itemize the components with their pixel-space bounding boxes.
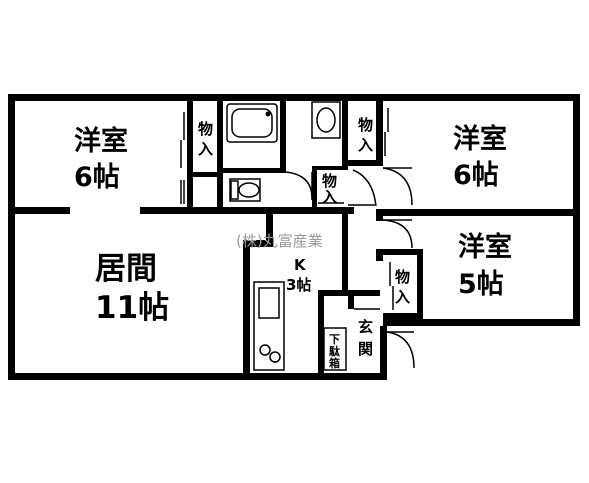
closet-2-label-b: 入: [358, 136, 373, 154]
closet-4-label-a: 物: [395, 268, 410, 286]
living-room-size: 11帖: [95, 290, 169, 326]
room-name-top-right: 洋室: [453, 123, 507, 155]
windows: [9, 120, 579, 345]
closet-door-marks: [180, 108, 394, 310]
closet-3-label-b: 入: [322, 188, 337, 206]
entrance-label-1: 玄: [358, 318, 373, 336]
toilet: [229, 178, 261, 202]
bathtub: [226, 103, 278, 143]
closet-1-label-a: 物: [198, 120, 213, 138]
room-size-top-right: 6帖: [453, 160, 499, 191]
shoe-box-label-3: 箱: [329, 356, 340, 370]
watermark: (株)丸富産業: [236, 232, 323, 250]
interior-walls: [8, 94, 580, 380]
room-size-top-left: 6帖: [74, 162, 120, 193]
kitchen-size: 3帖: [286, 276, 311, 294]
kitchen-counter: [253, 281, 285, 371]
living-room-name: 居間: [95, 251, 157, 287]
room-name-top-left: 洋室: [74, 125, 128, 157]
entrance-label-2: 関: [358, 340, 373, 358]
room-name-right: 洋室: [458, 231, 512, 263]
closet-4-label-b: 入: [395, 288, 410, 306]
shoe-box-label-1: 下: [329, 333, 340, 346]
closet-1-label-b: 入: [198, 140, 213, 158]
kitchen-name: K: [294, 256, 307, 274]
shoe-box-label-2: 駄: [329, 344, 341, 358]
closet-2-label-a: 物: [358, 116, 373, 134]
doors: [285, 167, 415, 369]
closet-3-label-a: 物: [322, 172, 337, 190]
shoe-cabinet: [323, 327, 347, 371]
washbasin: [311, 101, 341, 139]
room-size-right: 5帖: [458, 269, 504, 300]
